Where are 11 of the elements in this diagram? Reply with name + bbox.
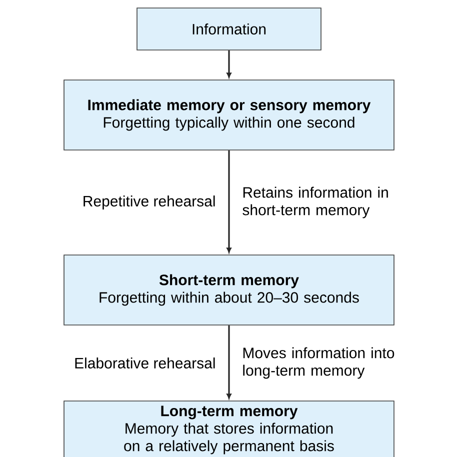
- arrow: [226, 150, 232, 253]
- edge-label: Repetitive rehearsal: [84, 196, 215, 210]
- arrow: [226, 325, 232, 399]
- note-text: Moves information into long-term memory: [243, 347, 394, 379]
- process-box: Long-term memory Memory that stores information on a relatively permanent basis: [64, 400, 394, 457]
- note-text: Retains information in short-term memory: [242, 186, 388, 218]
- arrow: [226, 50, 232, 78]
- process-box: Immediate memory or sensory memory Forgetting typically within one second: [64, 80, 394, 150]
- process-box: Information: [136, 8, 322, 50]
- process-box: Short-term memory Forgetting within about 20–30 seconds: [64, 254, 394, 326]
- edge-label: Elaborative rehearsal: [75, 357, 215, 368]
